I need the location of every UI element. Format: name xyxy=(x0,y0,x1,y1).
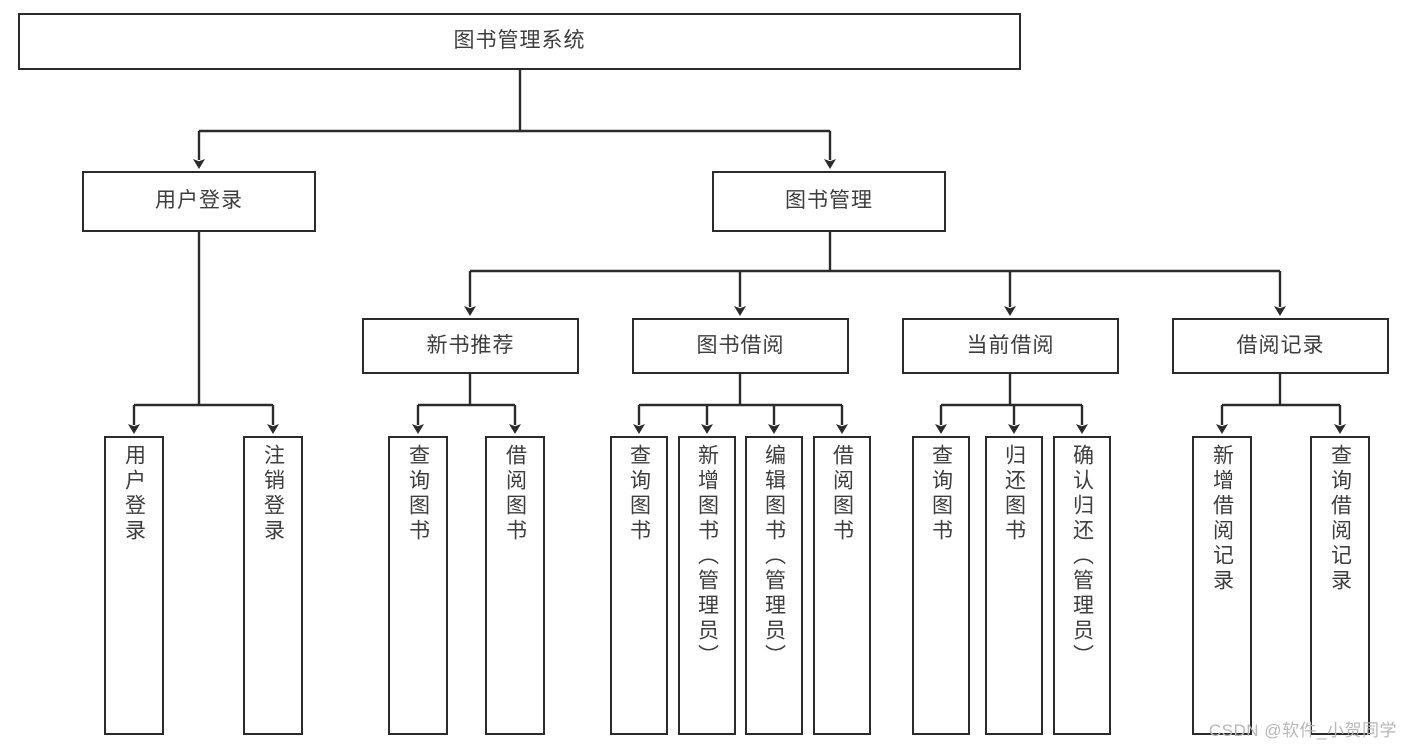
node-leaf-user-login-label: 用户登录 xyxy=(122,444,146,544)
node-leaf-cur-return[interactable]: 归还图书 xyxy=(985,436,1043,735)
node-new-book-rec-label: 新书推荐 xyxy=(426,333,515,357)
node-leaf-rec-add-label: 新增借阅记录 xyxy=(1210,444,1234,594)
node-leaf-borrow-add-label: 新增图书（管理员） xyxy=(695,444,719,669)
node-leaf-rec-query-label: 查询图书 xyxy=(406,444,430,544)
node-leaf-borrow-edit-label: 编辑图书（管理员） xyxy=(762,444,786,669)
node-book-manage-label: 图书管理 xyxy=(785,189,873,213)
node-leaf-rec-query[interactable]: 查询图书 xyxy=(388,436,448,735)
node-leaf-cur-query-label: 查询图书 xyxy=(929,444,953,544)
watermark-text: CSDN @软件_小贺同学 xyxy=(1208,721,1397,740)
node-root[interactable]: 图书管理系统 xyxy=(18,13,1021,70)
node-book-manage[interactable]: 图书管理 xyxy=(712,171,946,232)
node-current-borrow-label: 当前借阅 xyxy=(966,333,1055,357)
node-leaf-borrow-lend-label: 借阅图书 xyxy=(830,444,854,544)
node-user-login[interactable]: 用户登录 xyxy=(82,171,316,232)
node-new-book-rec[interactable]: 新书推荐 xyxy=(362,318,579,374)
node-leaf-cur-confirm[interactable]: 确认归还（管理员） xyxy=(1053,436,1111,735)
node-user-login-label: 用户登录 xyxy=(155,189,243,213)
node-leaf-rec-query2[interactable]: 查询借阅记录 xyxy=(1310,436,1370,735)
node-borrow-record[interactable]: 借阅记录 xyxy=(1172,318,1389,374)
node-borrow-record-label: 借阅记录 xyxy=(1236,333,1325,357)
node-leaf-rec-query2-label: 查询借阅记录 xyxy=(1328,444,1352,594)
node-leaf-rec-borrow-label: 借阅图书 xyxy=(503,444,527,544)
node-leaf-rec-add[interactable]: 新增借阅记录 xyxy=(1192,436,1252,735)
node-book-borrow[interactable]: 图书借阅 xyxy=(632,318,849,374)
node-leaf-cur-query[interactable]: 查询图书 xyxy=(912,436,970,735)
node-leaf-borrow-query-label: 查询图书 xyxy=(627,444,651,544)
node-leaf-borrow-query[interactable]: 查询图书 xyxy=(610,436,668,735)
node-current-borrow[interactable]: 当前借阅 xyxy=(902,318,1119,374)
node-leaf-borrow-edit[interactable]: 编辑图书（管理员） xyxy=(745,436,803,735)
node-leaf-cur-confirm-label: 确认归还（管理员） xyxy=(1070,444,1094,669)
node-leaf-cur-return-label: 归还图书 xyxy=(1002,444,1026,544)
node-leaf-rec-borrow[interactable]: 借阅图书 xyxy=(485,436,545,735)
node-leaf-borrow-lend[interactable]: 借阅图书 xyxy=(813,436,871,735)
node-leaf-user-login[interactable]: 用户登录 xyxy=(104,436,164,735)
node-leaf-user-logout-label: 注销登录 xyxy=(261,444,285,544)
node-root-label: 图书管理系统 xyxy=(453,29,586,53)
node-leaf-user-logout[interactable]: 注销登录 xyxy=(243,436,303,735)
node-leaf-borrow-add[interactable]: 新增图书（管理员） xyxy=(678,436,736,735)
node-book-borrow-label: 图书借阅 xyxy=(696,333,785,357)
